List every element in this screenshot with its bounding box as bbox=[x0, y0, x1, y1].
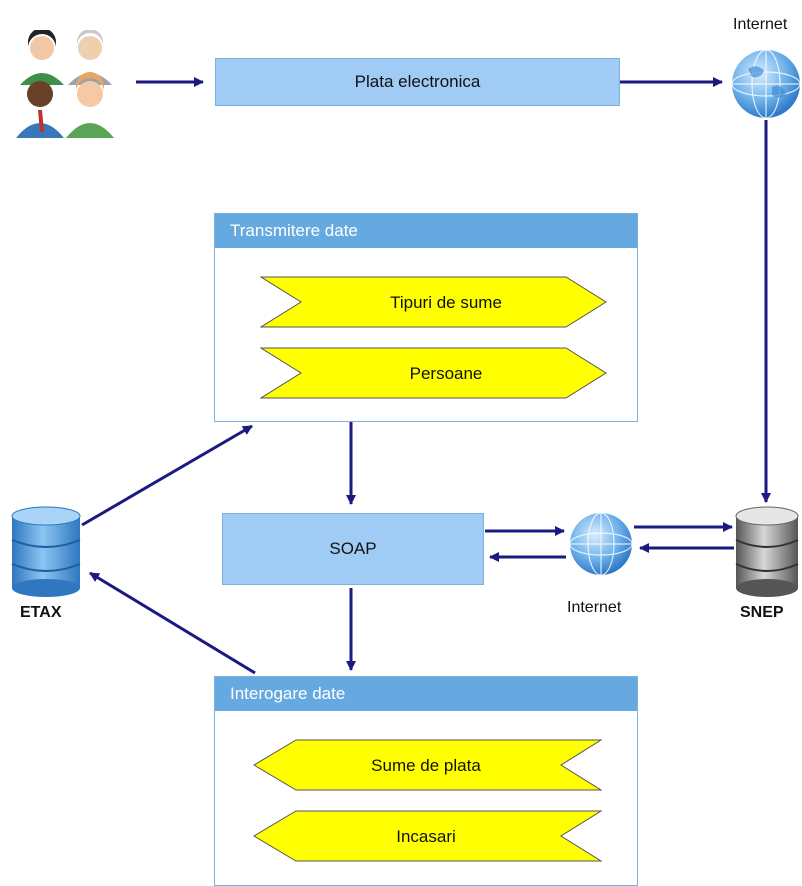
persoane-label: Persoane bbox=[410, 364, 483, 383]
sume-de-plata-label: Sume de plata bbox=[371, 756, 481, 775]
interogare-date-title: Interogare date bbox=[215, 677, 637, 711]
tipuri-de-sume-chevron: Tipuri de sume bbox=[260, 276, 607, 328]
internet-mid-label: Internet bbox=[567, 599, 622, 616]
tipuri-de-sume-label: Tipuri de sume bbox=[390, 293, 502, 312]
internet-top-label: Internet bbox=[733, 16, 788, 33]
globe-icon bbox=[569, 512, 633, 576]
incasari-chevron: Incasari bbox=[253, 810, 602, 862]
incasari-label: Incasari bbox=[396, 827, 456, 846]
database-icon bbox=[735, 506, 799, 597]
plata-electronica-box: Plata electronica bbox=[215, 58, 620, 106]
snep-label: SNEP bbox=[740, 604, 784, 621]
transmitere-date-title: Transmitere date bbox=[215, 214, 637, 248]
globe-icon bbox=[731, 49, 801, 119]
persoane-chevron: Persoane bbox=[260, 347, 607, 399]
arrow-etax-to-transmitere bbox=[81, 424, 253, 527]
database-icon bbox=[11, 506, 81, 597]
sume-de-plata-chevron: Sume de plata bbox=[253, 739, 602, 791]
soap-label: SOAP bbox=[329, 539, 377, 558]
users-group-icon bbox=[16, 30, 114, 138]
etax-label: ETAX bbox=[20, 604, 62, 621]
soap-box: SOAP bbox=[222, 513, 484, 585]
arrow-interogare-to-etax bbox=[89, 571, 256, 675]
plata-electronica-label: Plata electronica bbox=[354, 72, 481, 91]
